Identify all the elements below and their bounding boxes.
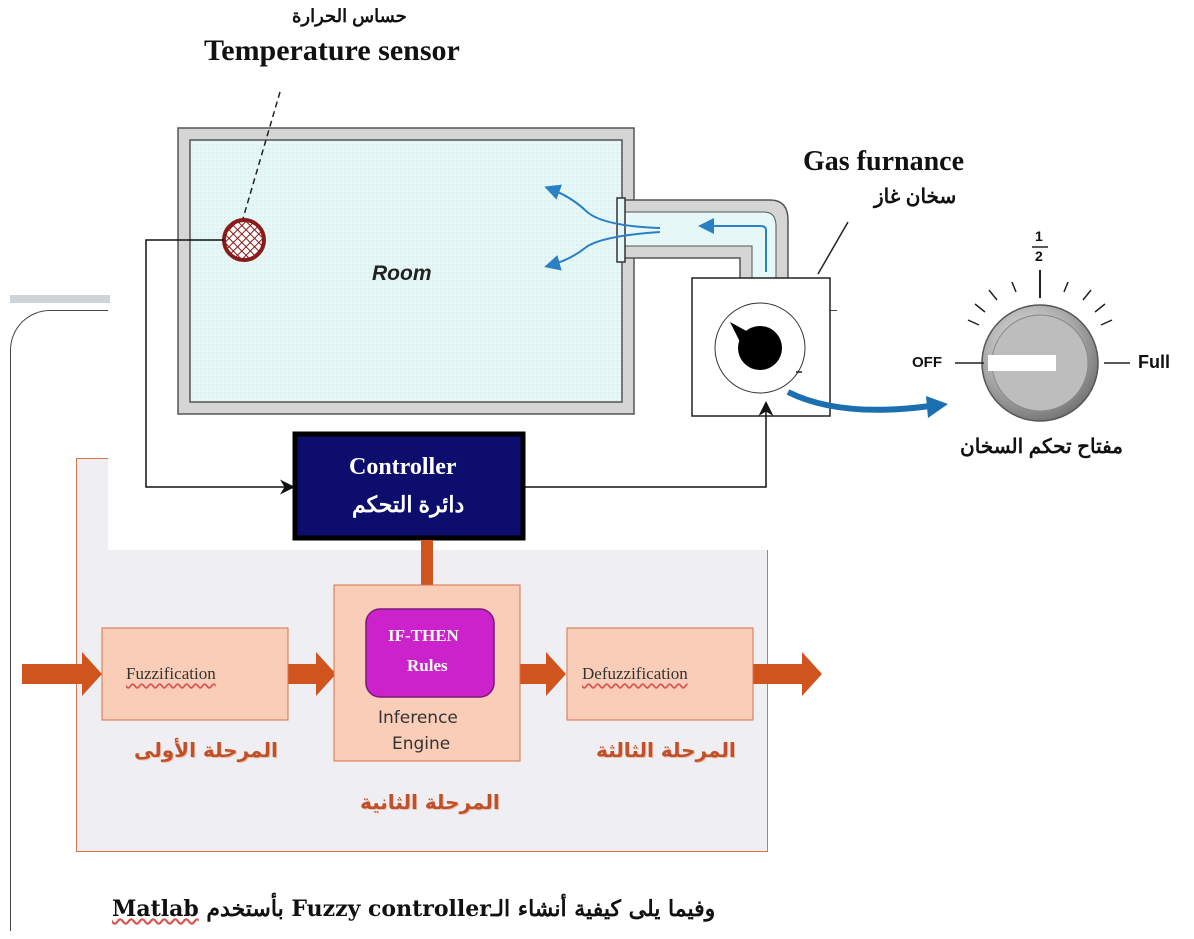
airflow-arrows <box>544 184 767 272</box>
knob-off-label: OFF <box>912 354 942 371</box>
inference-label-line2: Engine <box>392 734 451 754</box>
furnace-box <box>691 277 831 417</box>
defuzzification-label: Defuzzification <box>582 664 688 683</box>
room <box>177 127 635 415</box>
rules-box <box>365 608 495 698</box>
knob-fraction-denominator: 2 <box>1035 248 1043 264</box>
footer-line: وفيما يلى كيفية أنشاء الـFuzzy controlle… <box>112 896 715 922</box>
room-label: Room <box>372 262 432 285</box>
defuzzification-box <box>566 627 754 721</box>
furnace-leader-line <box>817 221 849 275</box>
furnace-label-ar: سخان غاز <box>874 186 957 208</box>
knob-arrow-head <box>926 396 948 418</box>
controller-box <box>292 431 526 541</box>
furnace-label-en: Gas furnance <box>803 146 964 177</box>
slide-top-bar <box>10 295 110 303</box>
stage1-label: المرحلة الأولى <box>134 738 278 762</box>
rules-label-line2: Rules <box>407 656 448 675</box>
controller-label-en: Controller <box>349 454 457 480</box>
knob-arrow <box>786 389 931 413</box>
knob-fraction-numerator: 1 <box>1035 228 1043 244</box>
stage2-label: المرحلة الثانية <box>360 790 500 814</box>
controller-label-ar: دائرة التحكم <box>352 492 465 517</box>
fuzzification-box <box>101 627 289 721</box>
rules-label-line1: IF-THEN <box>388 626 459 645</box>
footer-text-matlab: Matlab <box>112 896 199 922</box>
control-wires <box>145 239 774 495</box>
footer-text-prefix: وفيما يلى كيفية أنشاء الـ <box>490 896 716 922</box>
footer-text-mid: بأستخدم <box>198 896 292 922</box>
sensor-label-ar: حساس الحرارة <box>292 6 407 26</box>
knob-caption-ar: مفتاح تحكم السخان <box>960 436 1123 458</box>
inference-label-line1: Inference <box>378 708 458 728</box>
knob-full-label: Full <box>1138 352 1170 372</box>
furnace-knob <box>955 246 1130 422</box>
gas-duct <box>616 197 789 281</box>
stage3-label: المرحلة الثالثة <box>596 738 736 762</box>
fuzzification-label: Fuzzification <box>126 664 216 683</box>
footer-text-en: Fuzzy controller <box>291 896 491 922</box>
sensor-label-en: Temperature sensor <box>204 34 460 67</box>
